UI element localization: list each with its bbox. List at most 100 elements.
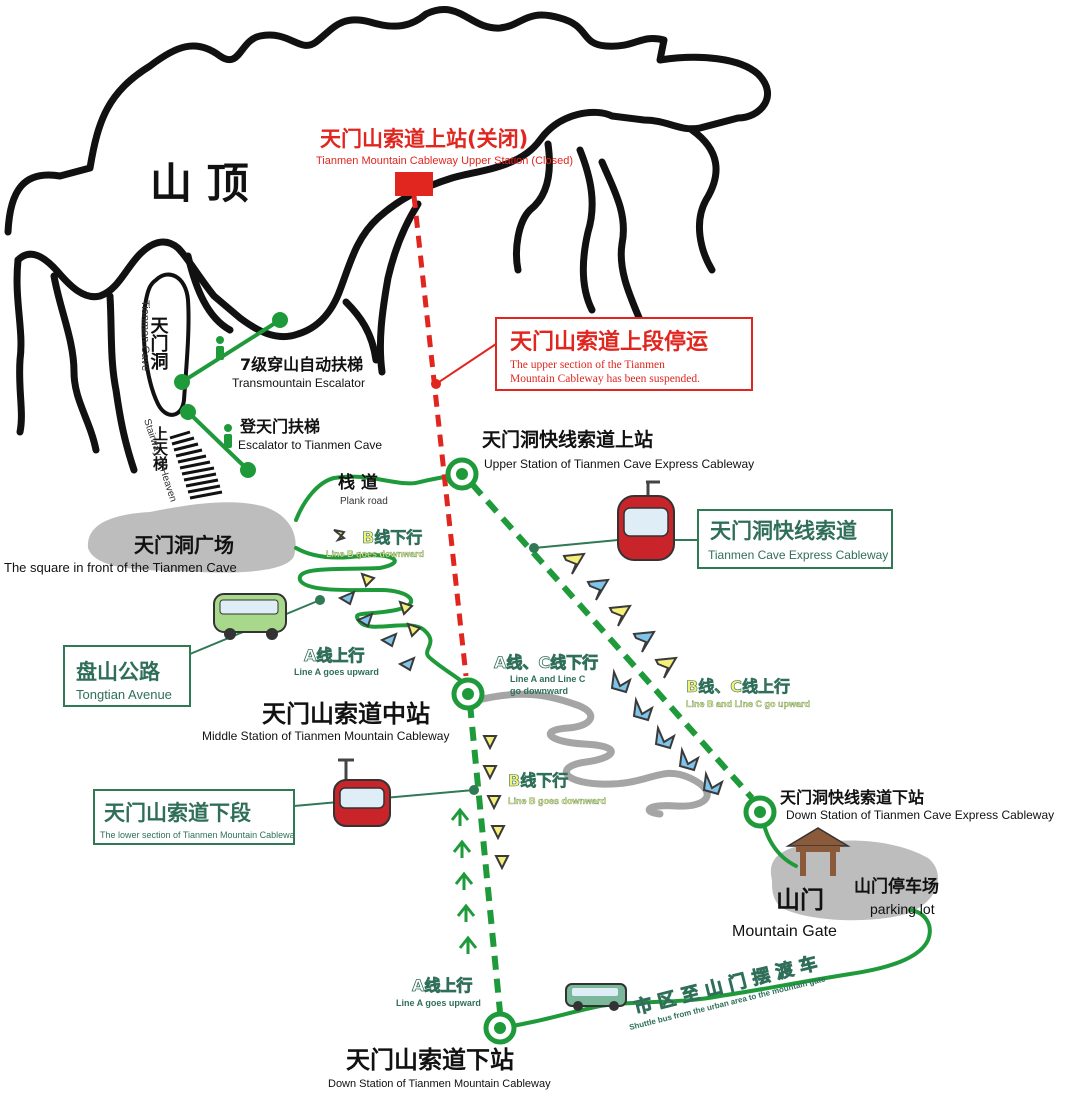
- bus-icon: [213, 593, 287, 640]
- yellow-down-arrow-icon: [482, 765, 498, 781]
- middle-station-en: Middle Station of Tianmen Mountain Cable…: [202, 729, 449, 743]
- tianmen-cave-cn: 天门洞: [148, 316, 169, 371]
- lower-section-cn: 天门山索道下段: [104, 801, 251, 825]
- mountain-gate-en: Mountain Gate: [732, 923, 837, 940]
- upper-station-marker[interactable]: [395, 172, 433, 196]
- line-ac-down-en-1: Line A and Line C: [510, 674, 586, 684]
- avenue-leader-dot: [315, 595, 325, 605]
- upper-station-en: Tianmen Mountain Cableway Upper Station …: [316, 155, 573, 167]
- blue-arrow-icon: [632, 630, 656, 653]
- lower-section-cableway-line: [467, 703, 503, 1013]
- upper-section-suspended-line: [411, 195, 469, 677]
- blue-arrow-icon: [654, 724, 676, 750]
- shuttle-van-icon: [565, 983, 627, 1011]
- yellow-arrow-icon: [406, 622, 422, 638]
- line-b-down-1-cn: B线下行: [362, 528, 422, 547]
- express-upper-station-marker[interactable]: [445, 457, 479, 491]
- line-a-up-1-en: Line A goes upward: [294, 667, 379, 677]
- avenue-cn: 盘山公路: [76, 660, 161, 684]
- line-a-up-1-cn: A线上行: [304, 646, 364, 665]
- cave-escalator-bottom-dot[interactable]: [240, 462, 256, 478]
- summit-cliff-outline: [4, 6, 772, 474]
- yellow-arrow-icon: [654, 656, 678, 679]
- escalator-7-en: Transmountain Escalator: [232, 376, 365, 390]
- line-a-up-2-cn: A线上行: [412, 976, 472, 995]
- mountain-gate-pavilion-icon: [785, 827, 851, 876]
- blue-arrow-icon: [610, 668, 632, 694]
- cave-square-en: The square in front of the Tianmen Cave: [4, 560, 237, 575]
- express-cableway-leader: [533, 539, 619, 549]
- express-cableway-cn: 天门洞快线索道: [710, 519, 857, 543]
- express-down-cn: 天门洞快线索道下站: [780, 788, 924, 807]
- tianmen-cave-en: Tianmen Cave: [139, 300, 151, 371]
- avenue-box: [63, 645, 191, 707]
- parking-lot-area: [770, 840, 938, 921]
- line-b-down-2-cn: B线下行: [508, 771, 568, 790]
- suspended-notice-en-2: Mountain Cableway has been suspended.: [510, 373, 700, 385]
- mountain-gate-cn: 山门: [776, 886, 824, 914]
- line-a-up-2-en: Line A goes upward: [396, 998, 481, 1008]
- middle-station-marker[interactable]: [451, 677, 485, 711]
- lower-section-arrows: [450, 735, 510, 954]
- express-down-station-marker[interactable]: [743, 795, 777, 829]
- plank-road-cn: 栈 道: [338, 472, 378, 493]
- down-station-marker[interactable]: [483, 1011, 517, 1045]
- down-station-cn: 天门山索道下站: [346, 1046, 514, 1074]
- white-up-arrow-icon: [452, 839, 472, 858]
- avenue-en: Tongtian Avenue: [76, 687, 172, 702]
- line-bc-up-cn: B线、C线上行: [686, 677, 790, 696]
- upper-station-cn: 天门山索道上站(关闭): [320, 127, 528, 151]
- plank-road-en: Plank road: [340, 496, 388, 507]
- summit-label: 山 顶: [150, 159, 249, 208]
- white-up-arrow-icon: [456, 903, 476, 922]
- escalator-cave-en: Escalator to Tianmen Cave: [238, 438, 382, 452]
- yellow-arrow-icon: [562, 552, 586, 575]
- suspended-leader-line: [435, 343, 497, 385]
- down-station-en: Down Station of Tianmen Mountain Cablewa…: [328, 1078, 551, 1090]
- blue-arrow-icon: [678, 746, 700, 772]
- person-icon: [216, 336, 224, 360]
- yellow-down-arrow-icon: [486, 795, 502, 811]
- stairway-stripes: [169, 430, 223, 500]
- express-upper-cn: 天门洞快线索道上站: [482, 428, 653, 451]
- cave-square-plaza: [87, 502, 296, 573]
- blue-arrow-icon: [337, 590, 356, 606]
- line-b-down-1-en: Line B goes downward: [326, 549, 424, 559]
- white-up-arrow-icon: [458, 935, 478, 954]
- blue-arrow-icon: [397, 656, 416, 672]
- green-road-network: [180, 318, 932, 1030]
- express-cableway-en: Tianmen Cave Express Cableway: [708, 548, 888, 562]
- blue-arrow-icon: [355, 612, 374, 628]
- express-cableway-line: [469, 482, 755, 800]
- express-upper-en: Upper Station of Tianmen Cave Express Ca…: [484, 457, 754, 471]
- blue-arrow-icon: [586, 578, 610, 601]
- white-up-arrow-icon: [454, 871, 474, 890]
- line-ac-down-cn: A线、C线下行: [494, 653, 598, 672]
- line-bc-up-en: Line B and Line C go upward: [686, 699, 810, 709]
- lower-gondola-icon: [333, 758, 391, 827]
- gray-switchback-road: [474, 690, 711, 818]
- yellow-arrow-icon: [360, 572, 376, 588]
- yellow-arrow-icon: [333, 529, 347, 542]
- cave-escalator-top-dot[interactable]: [180, 404, 196, 420]
- yellow-down-arrow-icon: [482, 735, 498, 751]
- express-leader-dot: [529, 543, 539, 553]
- escalator-cave-cn: 登天门扶梯: [239, 417, 320, 436]
- yellow-arrow-icon: [398, 600, 414, 616]
- escalator-bottom-dot[interactable]: [174, 374, 190, 390]
- line-ac-down-en-2: go downward: [510, 686, 568, 696]
- lower-leader-dot: [469, 785, 479, 795]
- express-down-en: Down Station of Tianmen Cave Express Cab…: [786, 808, 1054, 822]
- road-direction-arrows: [333, 529, 422, 672]
- yellow-down-arrow-icon: [490, 825, 506, 841]
- suspended-notice-box: [495, 317, 753, 391]
- express-cableway-box: [697, 509, 893, 569]
- parking-en: parking lot: [870, 901, 935, 917]
- escalator-7-cn: 7级穿山自动扶梯: [240, 355, 363, 374]
- blue-arrow-icon: [702, 770, 724, 796]
- suspended-notice-en-1: The upper section of the Tianmen: [510, 359, 665, 371]
- escalator-top-dot[interactable]: [272, 312, 288, 328]
- lower-section-box: [93, 789, 295, 845]
- yellow-down-arrow-icon: [494, 855, 510, 871]
